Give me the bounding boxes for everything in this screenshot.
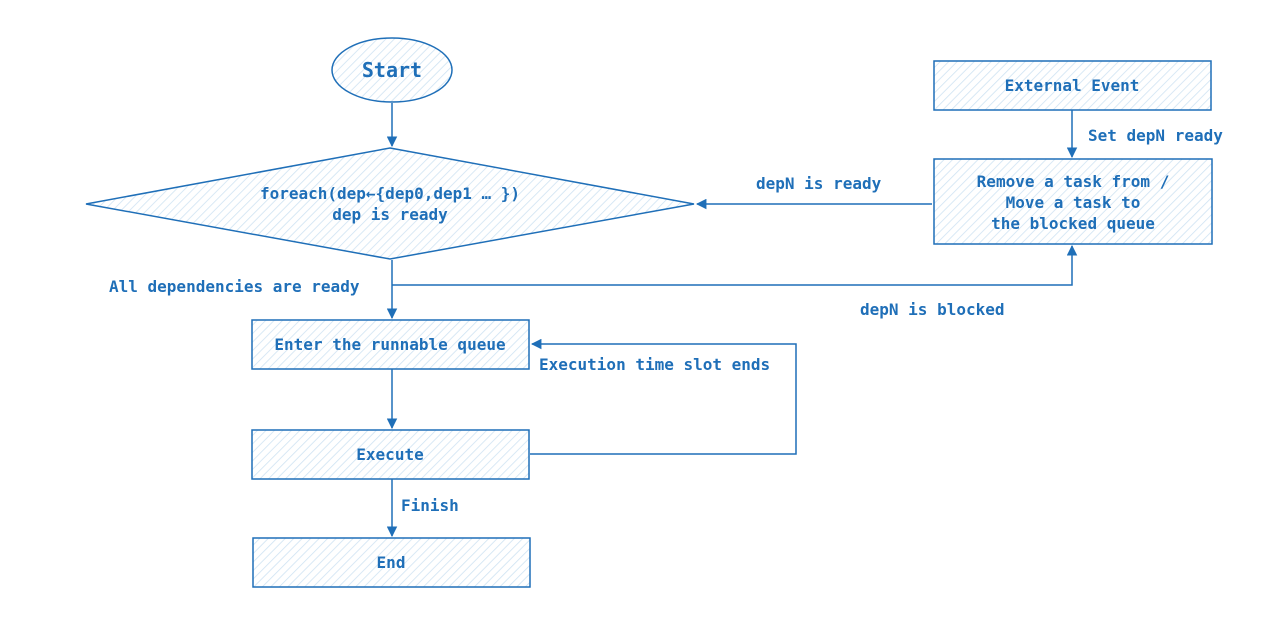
- end-label: End: [377, 553, 406, 572]
- end-node: End: [252, 537, 531, 588]
- start-node: Start: [331, 37, 453, 103]
- execute-label: Execute: [356, 445, 423, 464]
- runnable-queue-label: Enter the runnable queue: [274, 335, 505, 354]
- external-event-label: External Event: [1005, 76, 1140, 95]
- blocked-queue-node: Remove a task from / Move a task to the …: [933, 158, 1213, 245]
- blocked-queue-label-line3: the blocked queue: [991, 214, 1155, 233]
- decision-node: foreach(dep←{dep0,dep1 … }) dep is ready: [85, 147, 695, 260]
- external-event-node: External Event: [933, 60, 1212, 111]
- set-ready-label: Set depN ready: [1088, 126, 1223, 145]
- start-label: Start: [362, 58, 422, 82]
- all-ready-label: All dependencies are ready: [109, 277, 360, 296]
- slot-ends-label: Execution time slot ends: [539, 355, 770, 374]
- depn-blocked-label: depN is blocked: [860, 300, 1005, 319]
- edge-execute-loop: [530, 338, 797, 455]
- execute-node: Execute: [251, 429, 530, 480]
- decision-label-line2: dep is ready: [332, 205, 448, 224]
- blocked-queue-label-line1: Remove a task from /: [977, 172, 1170, 191]
- depn-ready-label: depN is ready: [756, 174, 882, 193]
- finish-label: Finish: [401, 496, 459, 515]
- blocked-queue-label-line2: Move a task to: [1006, 193, 1141, 212]
- edge-to-blocked-queue: [392, 244, 1078, 286]
- runnable-queue-node: Enter the runnable queue: [251, 319, 530, 370]
- decision-label-line1: foreach(dep←{dep0,dep1 … }): [260, 184, 520, 203]
